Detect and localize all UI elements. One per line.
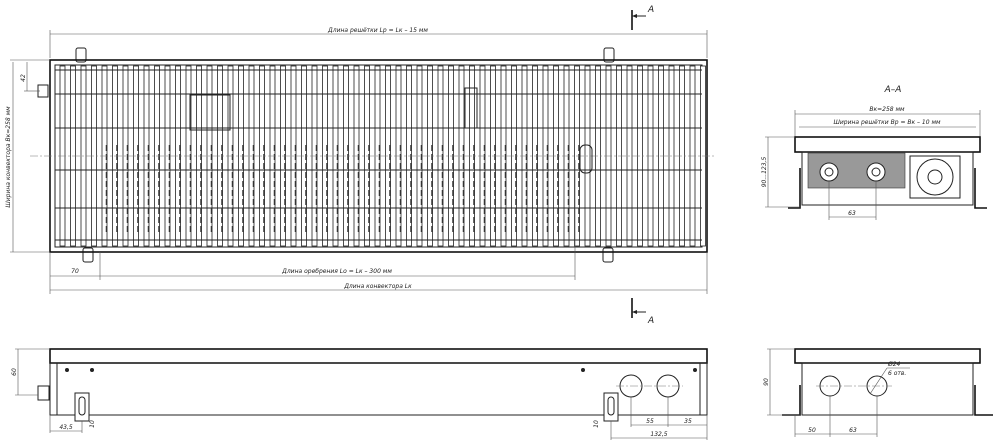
- hole-offset-label: 50: [808, 427, 816, 434]
- section-view: A–A Bк=258 мм Ширина решётки Bр = Bк – 1…: [761, 85, 987, 220]
- side-hole-spacing-label: 63: [849, 427, 857, 434]
- hole-diameter-label: Ø24: [887, 361, 901, 368]
- fan-housing: [909, 155, 961, 199]
- mounting-feet: [782, 385, 993, 416]
- mounting-tab: [75, 47, 87, 63]
- heat-exchanger-fins: [105, 145, 580, 232]
- section-width-label: Bк=258 мм: [869, 106, 905, 113]
- convector-length-label: Длина конвектора Lк: [343, 283, 412, 290]
- cable-gland: [37, 385, 50, 401]
- bracket-offset-label: 43,5: [59, 424, 73, 431]
- section-marker-bottom: A: [631, 298, 654, 326]
- grille-length-label: Длина решётки Lр = Lк – 15 мм: [327, 27, 428, 34]
- pipe-inlet: [819, 162, 839, 182]
- section-height-label: 90...123,5: [761, 157, 768, 188]
- mounting-tab: [603, 47, 615, 63]
- hole-count-label: 6 отв.: [888, 370, 906, 377]
- svg-text:A: A: [647, 316, 654, 326]
- mounting-feet: [788, 168, 987, 209]
- side-height-label: 90: [763, 378, 770, 386]
- front-view: 60 43,5 10 10 55 35 132,5: [11, 348, 708, 440]
- bracket-to-end-label: 132,5: [650, 431, 667, 438]
- front-grille: [49, 348, 708, 364]
- hole-spacing-label: 55: [646, 418, 654, 425]
- front-height-label: 60: [11, 368, 18, 376]
- top-view: Длина решётки Lр = Lк – 15 мм Ширина кон…: [5, 5, 715, 326]
- fan-module: [189, 94, 231, 131]
- fan-icon: [916, 158, 954, 196]
- hole-edge-label: 35: [684, 418, 692, 425]
- bracket-slot-left-label: 10: [89, 420, 96, 428]
- pipe-spacing-label: 63: [848, 210, 856, 217]
- section-body: [801, 151, 974, 206]
- mounting-tab: [602, 247, 614, 263]
- section-title: A–A: [884, 85, 902, 95]
- side-body: [801, 362, 974, 416]
- handle: [579, 144, 593, 174]
- valve-module: [464, 87, 478, 129]
- svg-text:A: A: [647, 5, 654, 15]
- bracket-slot-right-label: 10: [593, 420, 600, 428]
- side-view: Ø24 6 отв. 90 50 63: [763, 348, 993, 437]
- front-body: [49, 362, 708, 416]
- convector-width-label: Ширина конвектора Bк=258 мм: [5, 106, 12, 208]
- offset-top-label: 42: [20, 74, 27, 82]
- offset-left-label: 70: [71, 268, 79, 275]
- section-marker-top: A: [631, 5, 654, 30]
- fin-length-label: Длина оребрения Lо = Lк – 300 мм: [281, 268, 392, 275]
- mounting-tab: [82, 247, 94, 263]
- section-grille-width-label: Ширина решётки Bр = Bк – 10 мм: [833, 119, 941, 126]
- section-grille: [794, 136, 981, 153]
- pipe-outlet: [866, 162, 886, 182]
